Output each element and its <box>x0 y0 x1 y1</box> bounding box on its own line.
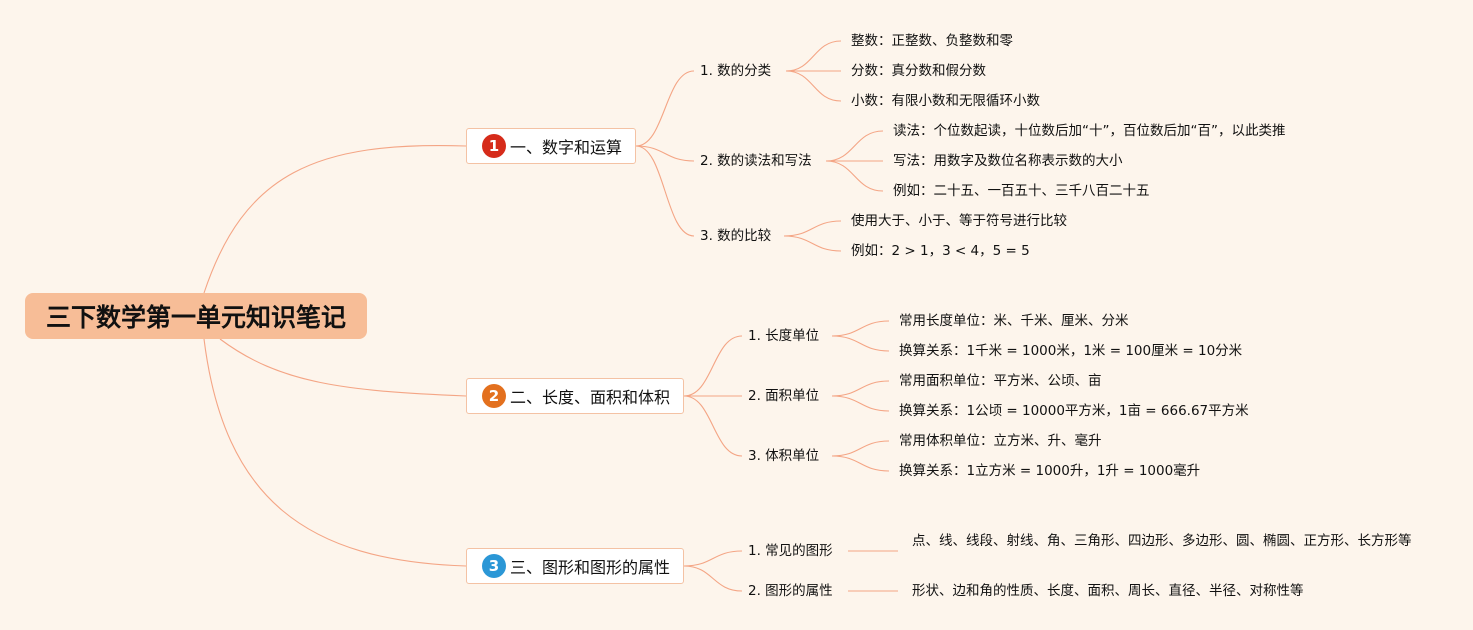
leaf-node[interactable]: 常用体积单位：立方米、升、毫升 <box>899 433 1102 449</box>
leaf-node[interactable]: 形状、边和角的性质、长度、面积、周长、直径、半径、对称性等 <box>912 583 1304 599</box>
branch-topic-edge <box>683 565 743 592</box>
topic-leaf-edge <box>831 440 890 457</box>
number-badge-icon: 3 <box>482 554 506 578</box>
topic-node[interactable]: 2. 图形的属性 <box>748 583 833 599</box>
root-branch-edge <box>219 338 467 397</box>
leaf-node[interactable]: 小数：有限小数和无限循环小数 <box>851 93 1040 109</box>
leaf-node[interactable]: 例如：2 > 1，3 < 4，5 = 5 <box>851 243 1030 259</box>
branch-topic-edge <box>635 145 695 162</box>
branch-label: 一、数字和运算 <box>510 138 623 157</box>
topic-node[interactable]: 1. 常见的图形 <box>748 543 833 559</box>
topic-leaf-edge <box>831 380 890 397</box>
topic-leaf-edge <box>785 70 842 102</box>
branch-topic-edge <box>635 145 695 237</box>
leaf-node[interactable]: 例如：二十五、一百五十、三千八百二十五 <box>893 183 1150 199</box>
topic-leaf-edge <box>831 395 890 412</box>
topic-node[interactable]: 2. 面积单位 <box>748 388 820 404</box>
topic-leaf-edge <box>825 130 884 162</box>
leaf-node[interactable]: 常用面积单位：平方米、公顷、亩 <box>899 373 1102 389</box>
branch-label: 三、图形和图形的属性 <box>510 558 671 577</box>
root-branch-edge <box>203 338 467 567</box>
topic-node[interactable]: 3. 体积单位 <box>748 448 820 464</box>
leaf-node[interactable]: 换算关系：1立方米 = 1000升，1升 = 1000毫升 <box>899 463 1201 479</box>
leaf-node[interactable]: 常用长度单位：米、千米、厘米、分米 <box>899 313 1129 329</box>
leaf-node[interactable]: 分数：真分数和假分数 <box>851 63 986 79</box>
topic-leaf-edge <box>831 455 890 472</box>
topic-leaf-edge <box>831 320 890 337</box>
leaf-node[interactable]: 整数：正整数、负整数和零 <box>851 33 1013 49</box>
topic-leaf-edge <box>785 40 842 72</box>
topic-node[interactable]: 2. 数的读法和写法 <box>700 153 812 169</box>
topic-node[interactable]: 1. 数的分类 <box>700 63 772 79</box>
branch-topic-edge <box>683 335 743 397</box>
leaf-node[interactable]: 使用大于、小于、等于符号进行比较 <box>851 213 1067 229</box>
number-badge-icon: 1 <box>482 134 506 158</box>
branch-topic-edge <box>683 550 743 567</box>
branch-topic-edge <box>683 395 743 457</box>
root-branch-edge <box>203 144 467 294</box>
root-node[interactable]: 三下数学第一单元知识笔记 <box>25 293 367 339</box>
leaf-node[interactable]: 读法：个位数起读，十位数后加“十”，百位数后加“百”，以此类推 <box>893 123 1286 139</box>
number-badge-icon: 2 <box>482 384 506 408</box>
leaf-node[interactable]: 点、线、线段、射线、角、三角形、四边形、多边形、圆、椭圆、正方形、长方形等 <box>912 533 1412 549</box>
topic-leaf-edge <box>783 220 842 237</box>
branch-label: 二、长度、面积和体积 <box>510 388 671 407</box>
topic-node[interactable]: 3. 数的比较 <box>700 228 772 244</box>
topic-leaf-edge <box>825 160 884 192</box>
topic-leaf-edge <box>783 235 842 252</box>
leaf-node[interactable]: 写法：用数字及数位名称表示数的大小 <box>893 153 1123 169</box>
topic-leaf-edge <box>831 335 890 352</box>
leaf-node[interactable]: 换算关系：1公顷 = 10000平方米，1亩 = 666.67平方米 <box>899 403 1249 419</box>
leaf-node[interactable]: 换算关系：1千米 = 1000米，1米 = 100厘米 = 10分米 <box>899 343 1243 359</box>
topic-node[interactable]: 1. 长度单位 <box>748 328 820 344</box>
branch-topic-edge <box>635 70 695 147</box>
